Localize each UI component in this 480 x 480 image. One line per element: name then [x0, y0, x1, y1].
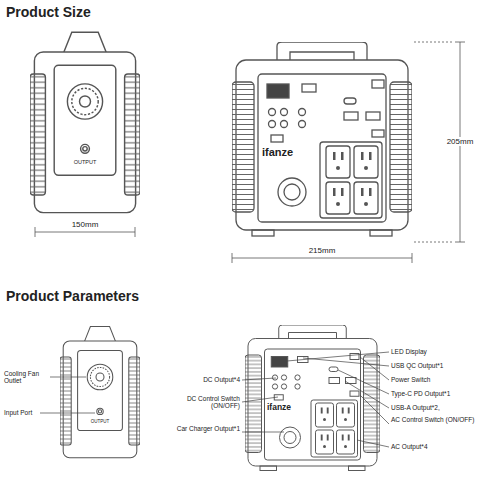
- dimension: 215mm: [302, 246, 342, 255]
- port-marking: OUTPUT: [85, 419, 115, 424]
- callout-label: Type-C PD Output*1: [391, 390, 477, 397]
- port-marking: OUTPUT: [65, 159, 105, 165]
- dimension: 150mm: [65, 220, 105, 229]
- brand-logo: ifanze: [262, 146, 312, 159]
- callout-label: USB QC Output*1: [391, 362, 477, 369]
- callout-label: DC Control Switch (ON/OFF): [174, 395, 240, 410]
- callout-label: Input Port: [4, 409, 40, 416]
- callout-label: USB-A Output*2,: [391, 404, 477, 411]
- callout-label: AC Control Switch (ON/OFF): [391, 416, 477, 423]
- callout-label: Cooling Fan Outlet: [4, 370, 50, 385]
- callout-label: Power Switch: [391, 376, 477, 383]
- callout-label: DC Output*4: [174, 376, 240, 383]
- section-heading: Product Size: [6, 4, 206, 20]
- brand-logo: ifanze: [267, 403, 307, 413]
- section-heading: Product Parameters: [6, 288, 206, 304]
- dimension: 205mm: [443, 137, 477, 146]
- callout-label: AC Output*4: [391, 443, 477, 450]
- callout-label: Car Charger Output*1: [174, 425, 240, 432]
- callout-label: LED Display: [391, 348, 477, 355]
